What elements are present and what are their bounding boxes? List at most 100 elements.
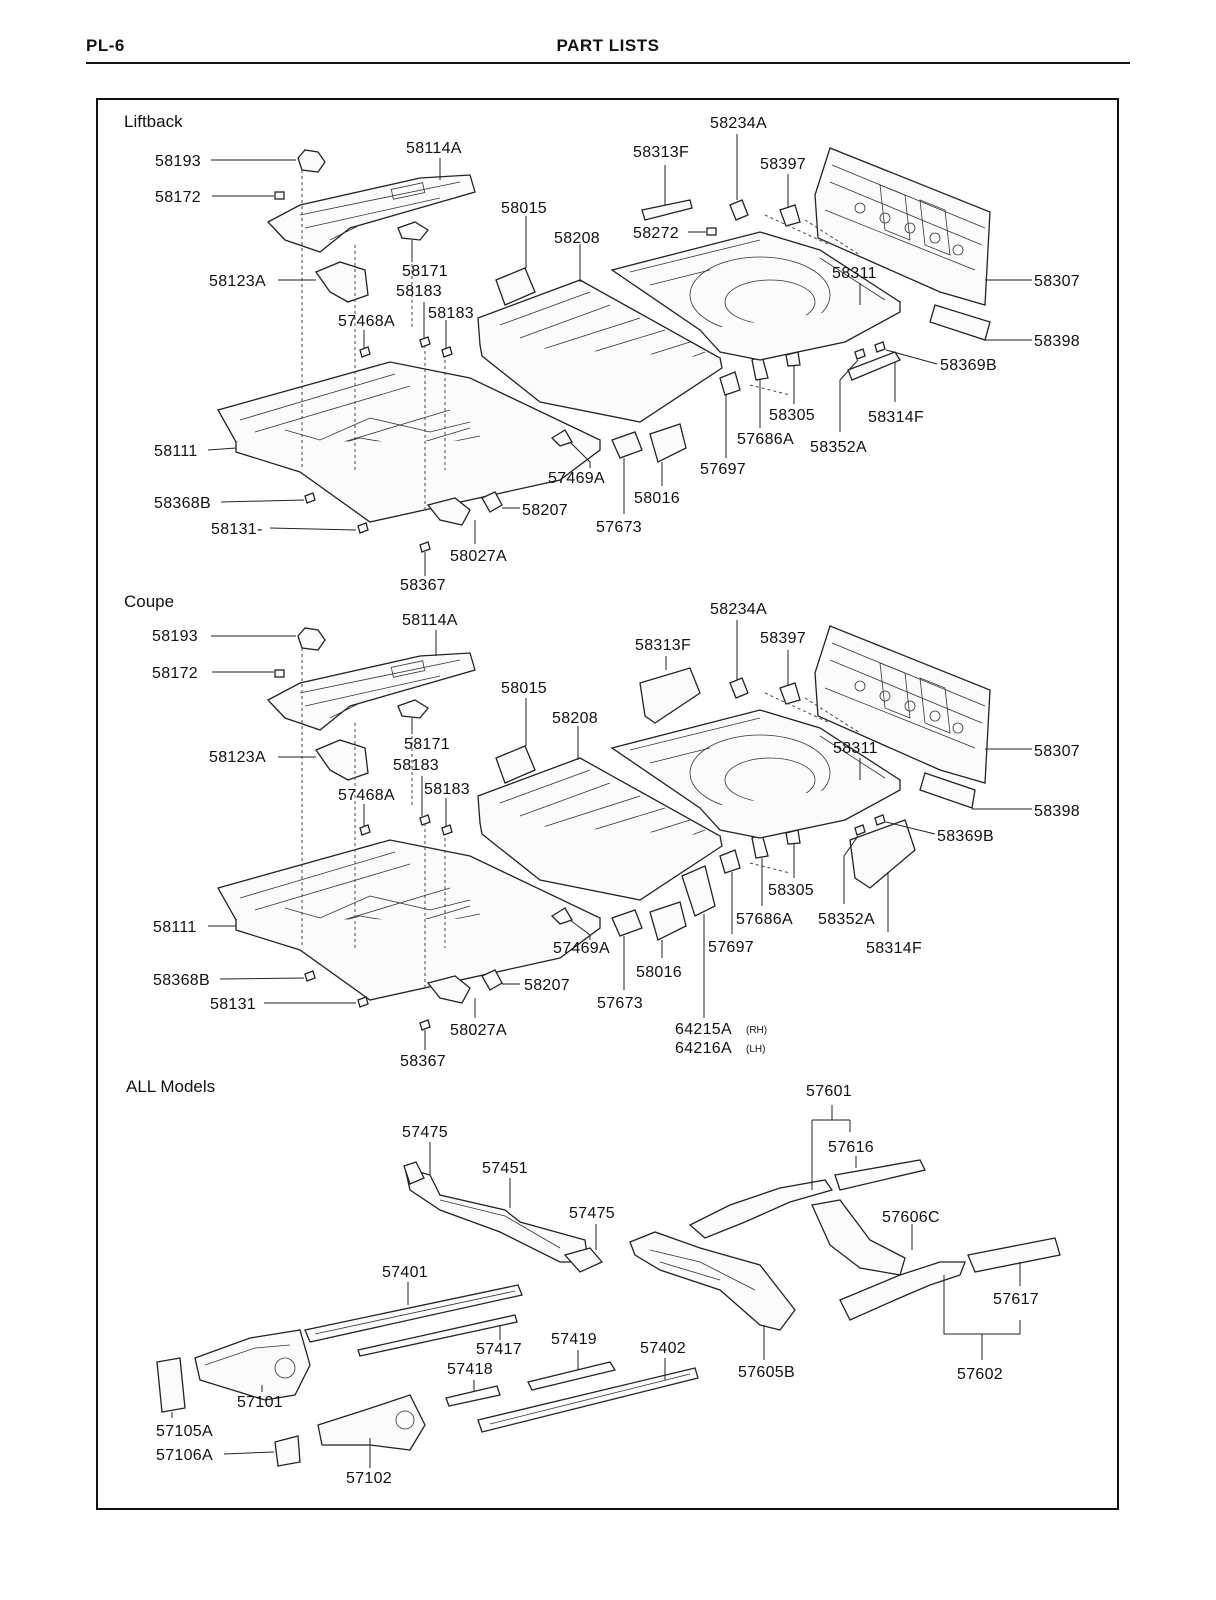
crossmember-58114A (267, 652, 476, 731)
label-57418: 57418 (447, 1361, 493, 1378)
section-coupe: Coupe (124, 592, 174, 611)
member-57605B (629, 1231, 796, 1331)
label-57686A: 57686A (736, 911, 793, 928)
clip-58172 (274, 669, 285, 678)
label-58369B: 58369B (937, 828, 994, 845)
label-57686A: 57686A (737, 431, 794, 448)
plate-58171 (397, 699, 429, 719)
clip-57469A (550, 907, 573, 925)
label-57102: 57102 (346, 1470, 392, 1487)
label-58398: 58398 (1034, 333, 1080, 350)
member-58398 (919, 772, 976, 809)
label-64216A: 64216A (675, 1040, 732, 1057)
label-58111: 58111 (154, 443, 198, 460)
label-58171: 58171 (404, 736, 450, 753)
label-58314F: 58314F (866, 940, 922, 957)
bracket-58193 (297, 149, 326, 173)
label-58367: 58367 (400, 1053, 446, 1070)
clip-58131 (357, 996, 369, 1008)
label-58015: 58015 (501, 200, 547, 217)
label-58171: 58171 (402, 263, 448, 280)
label-58208: 58208 (554, 230, 600, 247)
label-58234A: 58234A (710, 601, 767, 618)
bracket-58397 (779, 204, 801, 227)
member-57601 (688, 1179, 834, 1239)
label-58193: 58193 (152, 628, 198, 645)
label-57469A: 57469A (548, 470, 605, 487)
member-57602 (839, 1261, 966, 1321)
bracket-58207 (481, 491, 503, 513)
label-58368B: 58368B (153, 972, 210, 989)
label-58234A: 58234A (710, 115, 767, 132)
strip-57419 (527, 1361, 617, 1391)
bracket-58123A (315, 739, 369, 781)
member-57606C (811, 1199, 906, 1276)
label-58352A: 58352A (810, 439, 867, 456)
rocker-57401 (304, 1284, 523, 1343)
bracket-57105A (156, 1357, 186, 1413)
label-57417: 57417 (476, 1341, 522, 1358)
label-58183b: 58183 (428, 305, 474, 322)
coupe-callouts: 58193 58114A 58172 58123A 58171 58183 58… (152, 601, 1080, 1070)
label-57475a: 57475 (402, 1124, 448, 1141)
bracket-58397 (779, 682, 801, 705)
panel-58016 (649, 901, 687, 941)
clip-58369B (874, 341, 886, 353)
bracket-58027A (426, 975, 471, 1004)
member-57616 (834, 1159, 926, 1191)
member-57451 (404, 1167, 589, 1263)
label-58368B: 58368B (154, 495, 211, 512)
bracket-58234A (729, 677, 749, 699)
rocker-57402 (477, 1367, 699, 1433)
plate-58171 (397, 221, 429, 241)
label-57605B: 57605B (738, 1364, 795, 1381)
label-58172: 58172 (152, 665, 198, 682)
label-58307: 58307 (1034, 273, 1080, 290)
strip-57418 (445, 1385, 501, 1407)
crossmember-58114A (267, 174, 476, 253)
label-57697: 57697 (700, 461, 746, 478)
page-title: PART LISTS (556, 36, 660, 55)
panel-57673 (611, 431, 643, 459)
member-58313F (639, 667, 701, 724)
label-58208: 58208 (552, 710, 598, 727)
label-58123A: 58123A (209, 273, 266, 290)
panel-58314F (849, 819, 916, 889)
label-58314F: 58314F (868, 409, 924, 426)
clip-58352A (854, 348, 866, 360)
clip-57468A (359, 346, 371, 358)
label-57468A: 57468A (338, 787, 395, 804)
clip-58131 (357, 522, 369, 534)
bracket-57697 (719, 849, 741, 874)
all-models-callouts: 57475 57451 57475 57401 57417 57419 5741… (156, 1083, 1039, 1487)
clip-58272 (706, 227, 717, 236)
label-58311: 58311 (833, 740, 878, 757)
label-58027A: 58027A (450, 548, 507, 565)
clip-58183b (441, 824, 453, 836)
label-58307: 58307 (1034, 743, 1080, 760)
label-57475b: 57475 (569, 1205, 615, 1222)
header-rule (86, 62, 1130, 64)
label-58016: 58016 (634, 490, 680, 507)
clip-58172 (274, 191, 285, 200)
label-58207: 58207 (524, 977, 570, 994)
label-58183a: 58183 (396, 283, 442, 300)
label-57617: 57617 (993, 1291, 1039, 1308)
label-57105A: 57105A (156, 1423, 213, 1440)
clip-58367 (419, 1019, 431, 1031)
label-57419: 57419 (551, 1331, 597, 1348)
panel-58016 (649, 423, 687, 463)
bracket-58193 (297, 627, 326, 651)
label-58183b: 58183 (424, 781, 470, 798)
label-57101: 57101 (237, 1394, 283, 1411)
label-58311: 58311 (832, 265, 877, 282)
label-58397: 58397 (760, 156, 806, 173)
label-57468A: 57468A (338, 313, 395, 330)
bracket-64215A (681, 865, 716, 917)
label-58131: 58131- (211, 521, 263, 538)
bracket-57106A (274, 1435, 301, 1467)
label-57606C: 57606C (882, 1209, 940, 1226)
label-57469A: 57469A (553, 940, 610, 957)
label-57673: 57673 (597, 995, 643, 1012)
